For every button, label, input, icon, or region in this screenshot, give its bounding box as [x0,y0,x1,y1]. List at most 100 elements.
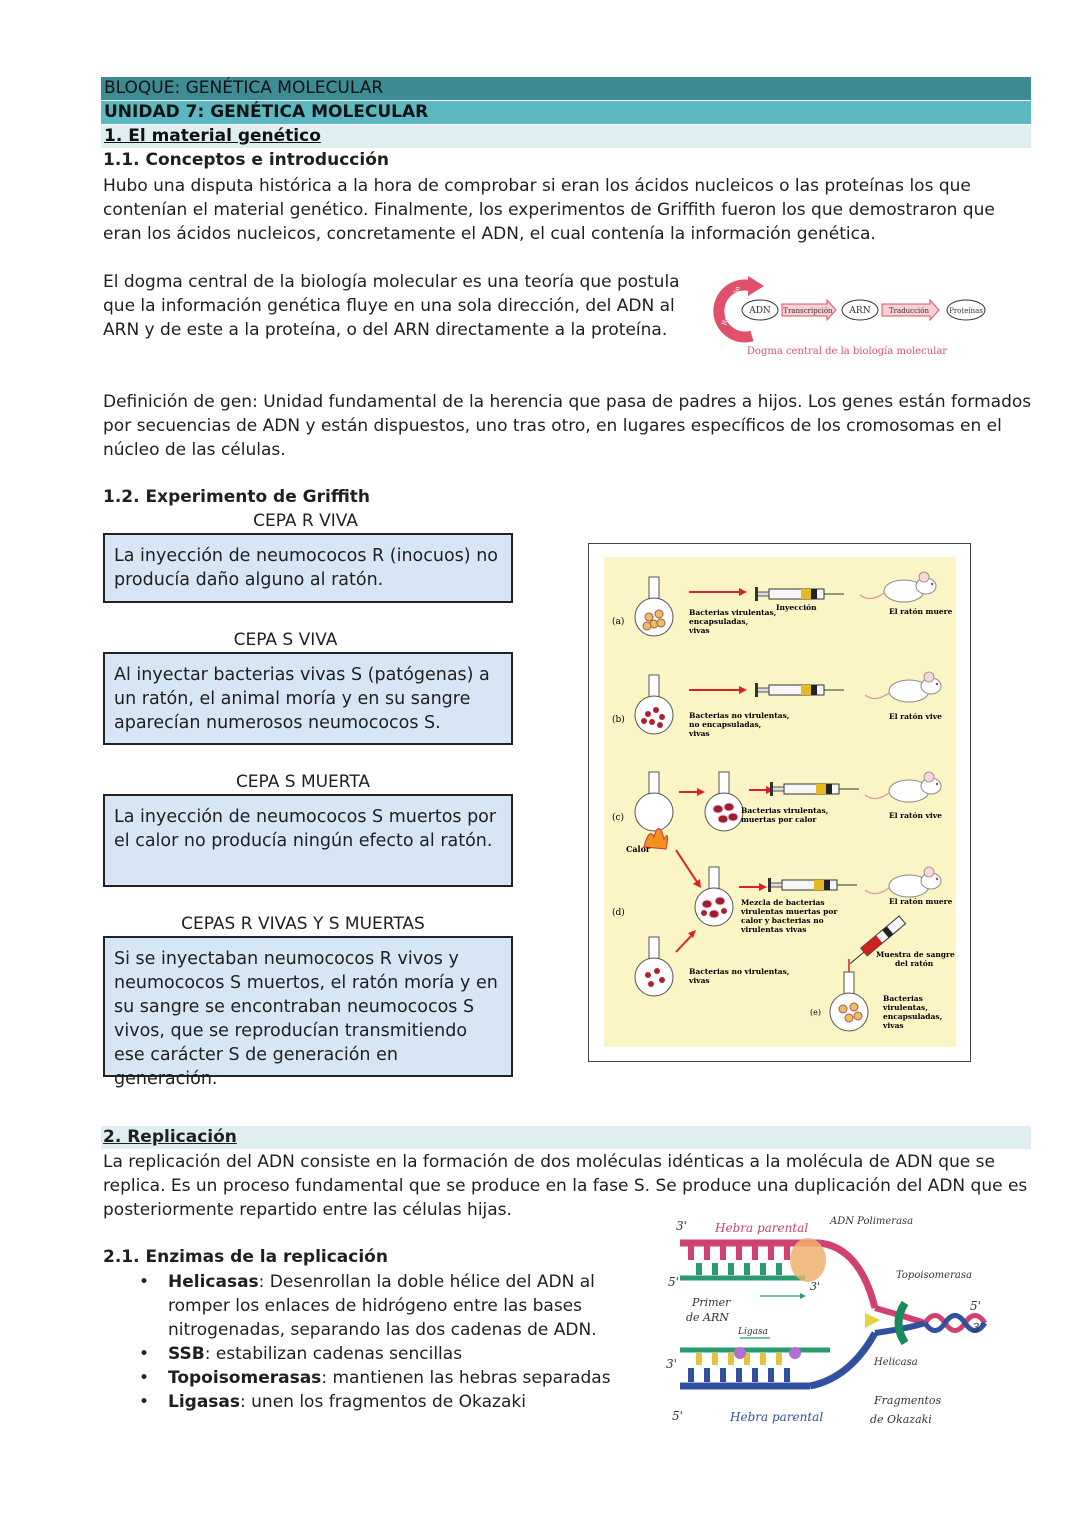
enzyme-list: •Helicasas: Desenrollan la doble hélice … [103,1270,648,1414]
list-item: •SSB: estabilizan cadenas sencillas [139,1344,463,1364]
intro-paragraph: Hubo una disputa histórica a la hora de … [103,176,995,244]
block-header: BLOQUE: GENÉTICA MOLECULAR [101,77,1031,100]
section-1-2-title: 1.2. Experimento de Griffith [103,487,371,507]
svg-text:Bacterias: Bacterias [883,994,923,1003]
flask-d-live [634,936,674,997]
svg-text:virulentas,: virulentas, [882,1003,928,1012]
arn-label: ARN [848,306,870,316]
svg-text:vivas: vivas [688,626,710,635]
fig-label-a: (a) [612,616,624,627]
fig-a-text-1: Bacterias virulentas, [689,608,776,617]
transcripcion-label: Transcripción [783,307,833,315]
mouse-d [864,866,942,898]
dogma-caption: Dogma central de la biología molecular [747,346,947,357]
cepa-s-muerta-box: La inyección de neumococos S muertos por… [103,794,513,887]
label-3prime-right: 3' [972,1321,983,1335]
mouse-c [864,771,942,803]
label-5prime-right: 5' [970,1299,981,1313]
label-hebra-bottom: Hebra parental [729,1410,823,1424]
label-5prime-left: 5' [668,1275,679,1289]
mouse-a [859,571,937,603]
blood-syringe [849,915,907,964]
syringe-c [769,781,860,797]
section-1-header: 1. El material genético [101,125,1031,148]
flask-e [829,971,869,1032]
helicase-icon [865,1313,880,1328]
flame-icon [643,828,669,850]
result-c: El ratón vive [889,811,942,820]
svg-text:virulentas vivas: virulentas vivas [740,925,807,934]
ligase-icon [734,1347,746,1359]
cepa-r-viva-label: CEPA R VIVA [253,511,358,531]
label-3prime-mid: 3' [810,1280,820,1293]
list-item: •Ligasas: unen los fragmentos de Okazaki [139,1392,526,1412]
result-d: El ratón muere [889,897,953,906]
translation-arrow [881,298,940,322]
svg-text:vivas: vivas [688,976,710,985]
calor-label: Calor [626,844,651,854]
syringe-d [767,877,858,893]
svg-text:Bacterias no virulentas,: Bacterias no virulentas, [689,711,789,720]
label-polimerasa: ADN Polimerasa [829,1216,913,1227]
replication-fork-diagram: 3' Hebra parental ADN Polimerasa 5' 3' T… [666,1216,988,1426]
label-5prime-bottom: 5' [672,1409,683,1423]
label-hebra-top: Hebra parental [714,1221,808,1235]
syringe-b [754,682,845,698]
cepas-mixtas-box: Si se inyectaban neumococos R vivos y ne… [103,936,513,1089]
svg-text:de Okazaki: de Okazaki [870,1413,932,1426]
label-3prime-top: 3' [676,1219,687,1233]
result-a: El ratón muere [889,607,953,616]
svg-text:encapsuladas,: encapsuladas, [883,1012,942,1021]
cepa-s-viva-box: Al inyectar bacterias vivas S (patógenas… [103,652,513,745]
cepa-s-viva-label: CEPA S VIVA [233,630,338,650]
cepa-r-viva-box: La inyección de neumococos R (inocuos) n… [103,533,513,603]
svg-text:Bacterias virulentas,: Bacterias virulentas, [741,806,828,815]
svg-text:Bacterias no virulentas,: Bacterias no virulentas, [689,967,789,976]
griffith-figure: (a) Bacterias virulentas, encapsuladas, … [612,571,955,1032]
svg-text:Muestra de sangre: Muestra de sangre [876,950,955,959]
flask-c-dead [704,771,744,832]
inyeccion-label: Inyección [776,603,817,612]
replication-arrow [713,279,754,343]
fig-label-b: (b) [612,714,625,725]
traduccion-label: Traducción [889,307,929,315]
svg-text:vivas: vivas [882,1021,904,1030]
unit-header: UNIDAD 7: GENÉTICA MOLECULAR [101,101,1031,124]
griffith-figure-frame [588,543,971,1062]
svg-text:muertas por calor: muertas por calor [741,815,817,824]
list-item: •Topoisomerasas: mantienen las hebras se… [139,1368,611,1388]
result-b: El ratón vive [889,712,942,721]
transcription-arrow [781,298,837,322]
svg-text:vivas: vivas [688,729,710,738]
cepa-s-muerta-label: CEPA S MUERTA [235,772,371,792]
dogma-diagram: Replicación ADN Transcripción ARN Traduc… [713,276,986,357]
label-helicasa: Helicasa [873,1357,918,1368]
svg-text:de ARN: de ARN [686,1311,729,1324]
svg-text:del ratón: del ratón [895,959,934,968]
fig-label-d: (d) [612,907,625,918]
label-topoisomerasa: Topoisomerasa [896,1270,972,1281]
proteinas-label: Proteínas [949,307,983,315]
label-primer: Primer [691,1296,731,1309]
svg-text:no encapsuladas,: no encapsuladas, [689,720,761,729]
section-1-1-title: 1.1. Conceptos e introducción [103,150,389,170]
label-ligasa: Ligasa [737,1327,768,1337]
mouse-b [864,671,942,703]
adn-label: ADN [748,306,771,316]
flask-d-mix [694,866,734,927]
fig-label-c: (c) [612,812,624,823]
label-3prime-left: 3' [666,1357,677,1371]
svg-text:calor y bacterias no: calor y bacterias no [741,916,824,925]
svg-text:virulentas muertas por: virulentas muertas por [740,907,838,916]
list-item: •Helicasas: Desenrollan la doble hélice … [139,1272,597,1340]
section-2-header: 2. Replicación [101,1126,1031,1149]
cepas-mixtas-label: CEPAS R VIVAS Y S MUERTAS [181,914,425,934]
label-fragmentos: Fragmentos [873,1394,942,1407]
flask-c-heat [634,771,674,832]
topoisomerase-icon [894,1300,909,1346]
flask-b [634,674,674,735]
syringe-a [754,586,845,602]
gene-definition: Definición de gen: Unidad fundamental de… [103,392,1032,460]
replication-paragraph: La replicación del ADN consiste en la fo… [103,1152,1028,1220]
polymerase-icon [790,1238,826,1282]
